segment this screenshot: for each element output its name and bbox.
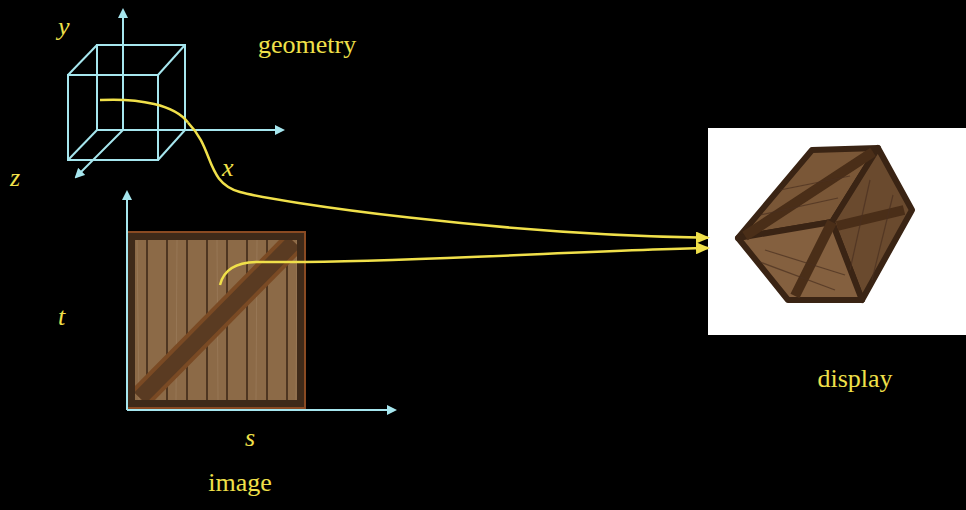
axis-label: s (245, 423, 255, 453)
image-node: image (127, 232, 305, 408)
geometry-node: geometry (62, 42, 188, 164)
axes-2d (127, 192, 395, 410)
axis-label: t (58, 302, 65, 332)
mapping-curve (188, 123, 708, 238)
axes-3d (76, 10, 283, 177)
source-curve (220, 262, 305, 285)
wire-cube (68, 45, 185, 160)
axis-label: y (58, 12, 70, 42)
node-caption: geometry (258, 30, 356, 60)
source-curve (100, 100, 188, 123)
display-node: display (708, 128, 966, 335)
crate-texture (127, 232, 305, 408)
node-caption: display (817, 364, 892, 394)
axis-label: z (10, 163, 20, 193)
rendered-crate (738, 148, 912, 300)
node-caption: image (208, 468, 272, 498)
axis-label: x (222, 153, 234, 183)
mapping-curve (305, 248, 708, 262)
display-panel (708, 128, 966, 335)
